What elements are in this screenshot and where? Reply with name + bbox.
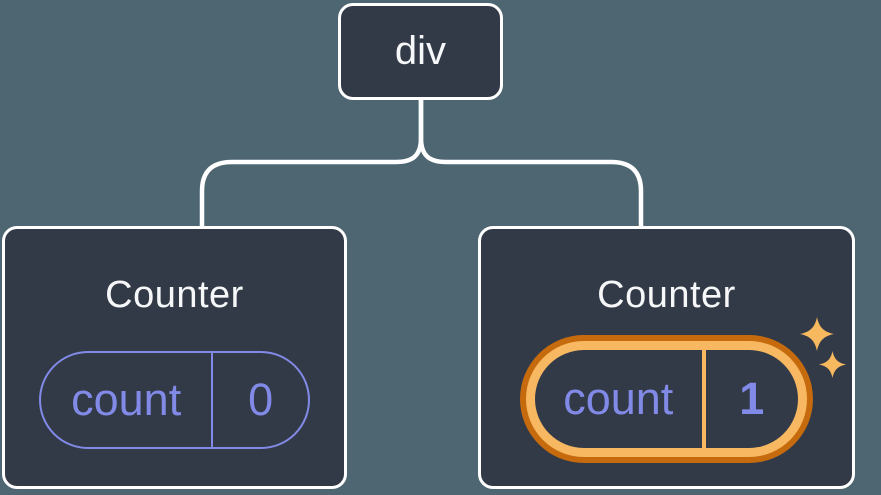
state-value: 0 [248,374,274,425]
state-key-label: count [41,353,214,447]
state-key-label: count [535,350,706,448]
state-value: 1 [739,373,765,424]
state-highlight-ring-outer: count 1 [520,335,813,463]
tree-node-div: div [338,3,503,100]
tree-node-div-label: div [394,29,447,73]
connector-left-branch [199,97,424,230]
state-pill-left: count 0 [39,351,310,449]
state-pill-right-highlighted: count 1 [535,350,798,448]
connector-right-branch [418,97,644,230]
counter-card-left-title: Counter [105,274,244,316]
state-highlight-ring-inner: count 1 [526,341,807,457]
counter-card-left: Counter count 0 [2,226,347,489]
counter-card-right: Counter count 1 [478,226,855,489]
counter-card-right-title: Counter [597,274,736,316]
